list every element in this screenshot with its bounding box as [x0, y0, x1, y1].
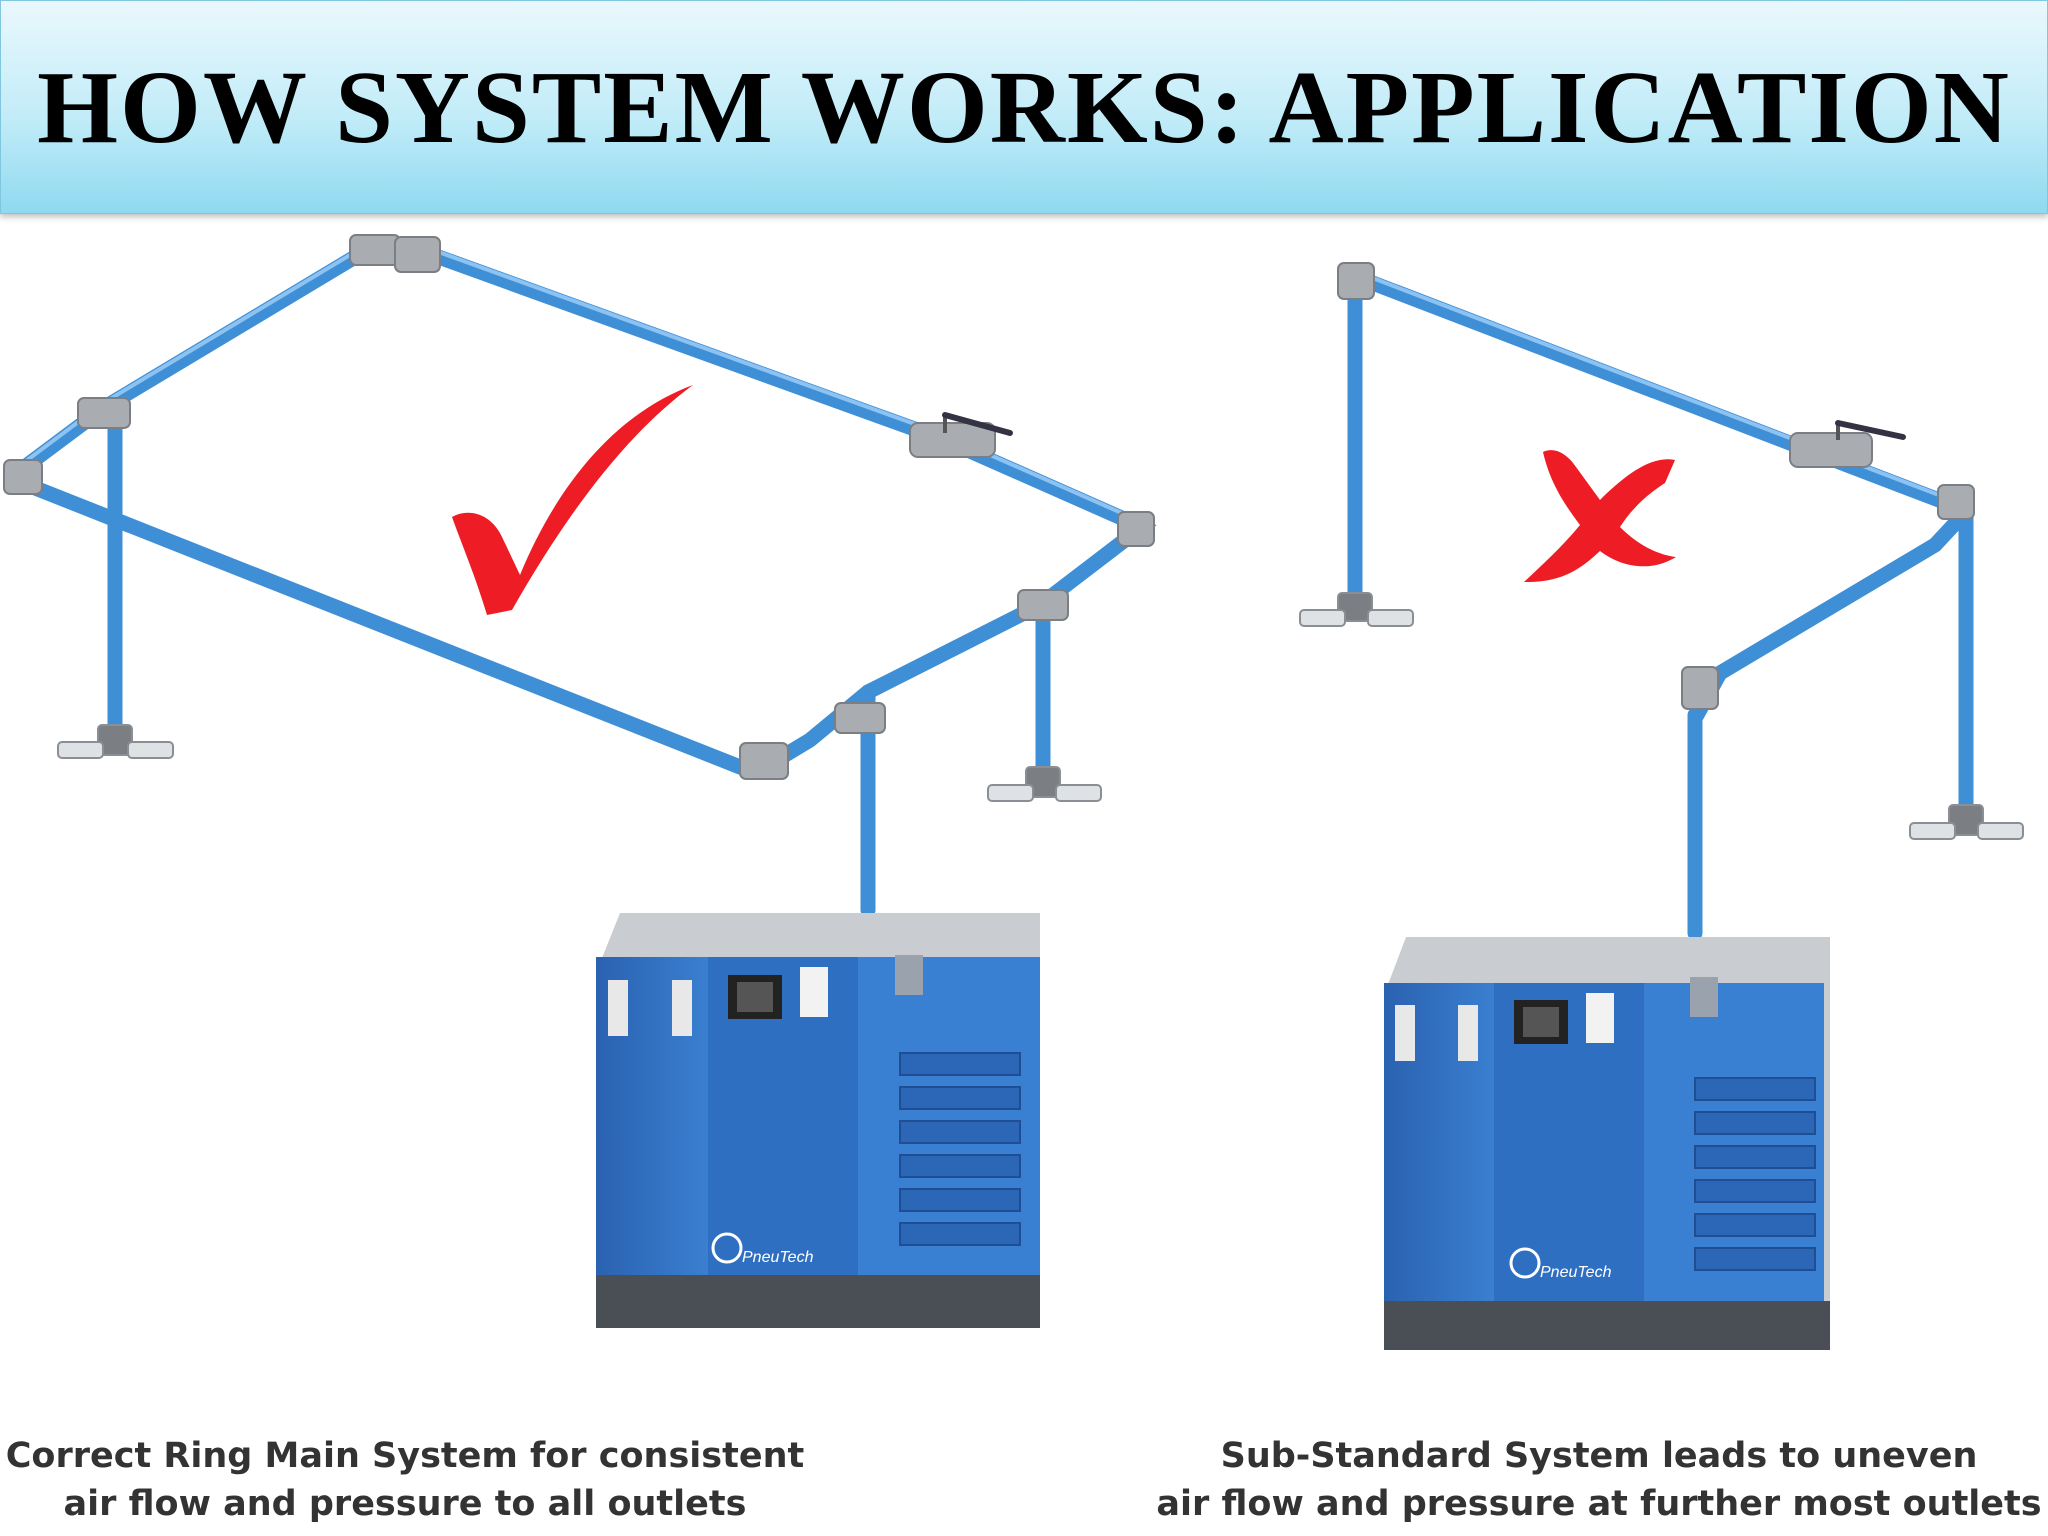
cross-mark-icon [1524, 450, 1676, 583]
page-title: HOW SYSTEM WORKS: APPLICATION [37, 49, 2011, 165]
right-outlet-drops [1299, 592, 2024, 840]
left-ring-main-pipework [10, 237, 1157, 918]
left-compressor-brand-logo: PneuTech [742, 1249, 814, 1266]
diagram-scene: PneuTech [3, 234, 2024, 1350]
check-mark-icon [452, 385, 693, 615]
right-caption: Sub-Standard System leads to uneven air … [1150, 1432, 2048, 1528]
right-compressor-unit: PneuTech [1384, 937, 1830, 1350]
right-compressor-brand-logo: PneuTech [1540, 1264, 1612, 1281]
left-ball-valve [942, 412, 1013, 436]
right-pipework [1347, 269, 1974, 941]
right-caption-line1: Sub-Standard System leads to uneven [1220, 1436, 1978, 1476]
left-caption: Correct Ring Main System for consistent … [0, 1432, 810, 1528]
right-ball-valve [1835, 420, 1906, 440]
left-outlet-drops [57, 724, 1102, 802]
left-caption-line1: Correct Ring Main System for consistent [5, 1436, 805, 1476]
left-caption-line2: air flow and pressure to all outlets [63, 1484, 747, 1524]
right-caption-line2: air flow and pressure at further most ou… [1156, 1484, 2042, 1524]
left-compressor-unit: PneuTech [596, 913, 1040, 1328]
right-pipe-fittings [1337, 262, 1975, 710]
left-pipe-fittings [3, 234, 1155, 780]
title-banner: HOW SYSTEM WORKS: APPLICATION [0, 0, 2048, 214]
